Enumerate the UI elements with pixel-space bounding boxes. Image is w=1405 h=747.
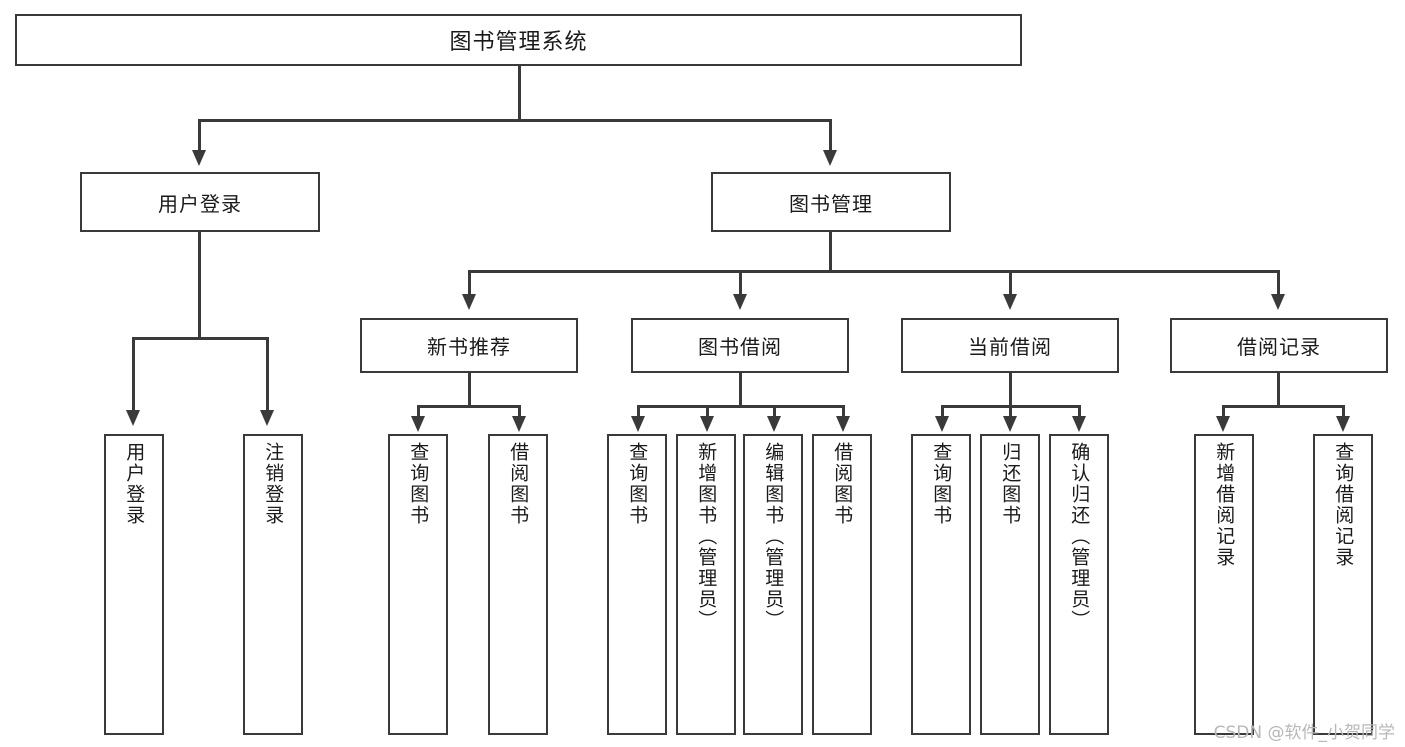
node-current-borrow[interactable]: 当前借阅 <box>901 318 1119 373</box>
leaf-label: 新增图书（管理员） <box>695 442 718 631</box>
arrowhead-book-borrow-leaf-1 <box>631 416 645 432</box>
arrowhead-book-borrow-leaf-2 <box>700 416 714 432</box>
leaf-label: 注销登录 <box>262 442 285 526</box>
connector-user-login-bus <box>132 337 269 340</box>
leaf-label: 新增借阅记录 <box>1213 442 1236 568</box>
node-label: 图书管理系统 <box>449 30 588 55</box>
connector-current-borrow-stem <box>1009 373 1012 408</box>
connector-book-borrow-bus <box>637 405 845 408</box>
connector-book-borrow-drop-1 <box>637 405 640 418</box>
node-label: 新书推荐 <box>427 335 511 359</box>
leaf-label: 借阅图书 <box>831 442 854 526</box>
node-new-book-recommend[interactable]: 新书推荐 <box>360 318 578 373</box>
connector-root-drop-2 <box>829 119 832 152</box>
node-user-login[interactable]: 用户登录 <box>80 172 320 232</box>
connector-book-borrow-drop-3 <box>773 405 776 418</box>
connector-book-borrow-drop-2 <box>706 405 709 418</box>
connector-book-manage-drop-2 <box>739 270 742 296</box>
connector-new-book-bus <box>417 405 521 408</box>
arrowhead-new-book-leaf-2 <box>512 416 526 432</box>
connector-book-manage-drop-3 <box>1009 270 1012 296</box>
leaf-label: 查询图书 <box>626 442 649 526</box>
leaf-label: 编辑图书（管理员） <box>762 442 785 631</box>
node-label: 当前借阅 <box>968 335 1052 359</box>
arrowhead-borrow-record-leaf-2 <box>1336 416 1350 432</box>
connector-root-bus <box>198 119 832 122</box>
arrowhead-current-borrow-leaf-1 <box>935 416 949 432</box>
leaf-label: 归还图书 <box>999 442 1022 526</box>
arrowhead-to-book-borrow <box>733 294 747 310</box>
leaf-book-borrow-query[interactable]: 查询图书 <box>607 434 667 735</box>
arrowhead-to-borrow-record <box>1271 294 1285 310</box>
leaf-label: 借阅图书 <box>507 442 530 526</box>
leaf-new-book-query[interactable]: 查询图书 <box>388 434 448 735</box>
connector-borrow-record-drop-1 <box>1222 405 1225 418</box>
connector-book-manage-drop-1 <box>468 270 471 296</box>
node-label: 图书管理 <box>789 191 873 216</box>
arrowhead-book-borrow-leaf-3 <box>767 416 781 432</box>
arrowhead-current-borrow-leaf-3 <box>1072 416 1086 432</box>
connector-current-borrow-drop-2 <box>1009 405 1012 418</box>
connector-book-manage-drop-4 <box>1277 270 1280 296</box>
leaf-book-borrow-borrow[interactable]: 借阅图书 <box>812 434 872 735</box>
arrowhead-book-borrow-leaf-4 <box>836 416 850 432</box>
leaf-label: 确认归还（管理员） <box>1068 442 1091 631</box>
leaf-label: 查询图书 <box>930 442 953 526</box>
connector-root-drop-1 <box>198 119 201 152</box>
arrowhead-to-user-login <box>192 150 206 166</box>
connector-user-login-drop-1 <box>132 337 135 412</box>
connector-root-stem <box>518 66 521 121</box>
leaf-book-borrow-edit[interactable]: 编辑图书（管理员） <box>743 434 803 735</box>
node-label: 借阅记录 <box>1237 335 1321 359</box>
connector-new-book-drop-2 <box>518 405 521 418</box>
connector-borrow-record-stem <box>1277 373 1280 408</box>
leaf-current-borrow-confirm-return[interactable]: 确认归还（管理员） <box>1049 434 1109 735</box>
arrowhead-user-login-leaf-1 <box>126 410 140 426</box>
node-book-borrow[interactable]: 图书借阅 <box>631 318 849 373</box>
node-root-system[interactable]: 图书管理系统 <box>15 14 1022 66</box>
connector-book-borrow-stem <box>739 373 742 408</box>
arrowhead-to-current-borrow <box>1003 294 1017 310</box>
leaf-user-login-login[interactable]: 用户登录 <box>104 434 164 735</box>
leaf-user-login-logout[interactable]: 注销登录 <box>243 434 303 735</box>
leaf-label: 查询借阅记录 <box>1332 442 1355 568</box>
leaf-new-book-borrow[interactable]: 借阅图书 <box>488 434 548 735</box>
leaf-book-borrow-add[interactable]: 新增图书（管理员） <box>676 434 736 735</box>
node-book-manage[interactable]: 图书管理 <box>711 172 951 232</box>
connector-new-book-drop-1 <box>417 405 420 418</box>
connector-borrow-record-drop-2 <box>1342 405 1345 418</box>
leaf-label: 查询图书 <box>407 442 430 526</box>
node-borrow-record[interactable]: 借阅记录 <box>1170 318 1388 373</box>
node-label: 图书借阅 <box>698 335 782 359</box>
connector-book-borrow-drop-4 <box>842 405 845 418</box>
connector-book-manage-bus <box>468 270 1279 273</box>
watermark-text: CSDN @软件_小贺同学 <box>1213 723 1395 743</box>
leaf-borrow-record-query[interactable]: 查询借阅记录 <box>1313 434 1373 735</box>
arrowhead-borrow-record-leaf-1 <box>1216 416 1230 432</box>
connector-user-login-stem <box>198 232 201 339</box>
connector-current-borrow-drop-1 <box>941 405 944 418</box>
connector-current-borrow-drop-3 <box>1078 405 1081 418</box>
leaf-borrow-record-add[interactable]: 新增借阅记录 <box>1194 434 1254 735</box>
connector-user-login-drop-2 <box>266 337 269 412</box>
arrowhead-user-login-leaf-2 <box>260 410 274 426</box>
arrowhead-current-borrow-leaf-2 <box>1003 416 1017 432</box>
leaf-current-borrow-return[interactable]: 归还图书 <box>980 434 1040 735</box>
connector-borrow-record-bus <box>1222 405 1345 408</box>
connector-book-manage-stem <box>829 232 832 272</box>
arrowhead-new-book-leaf-1 <box>411 416 425 432</box>
connector-new-book-stem <box>468 373 471 408</box>
node-label: 用户登录 <box>158 191 242 216</box>
leaf-label: 用户登录 <box>123 442 146 526</box>
leaf-current-borrow-query[interactable]: 查询图书 <box>911 434 971 735</box>
arrowhead-to-new-book-recommend <box>462 294 476 310</box>
arrowhead-to-book-manage <box>823 150 837 166</box>
